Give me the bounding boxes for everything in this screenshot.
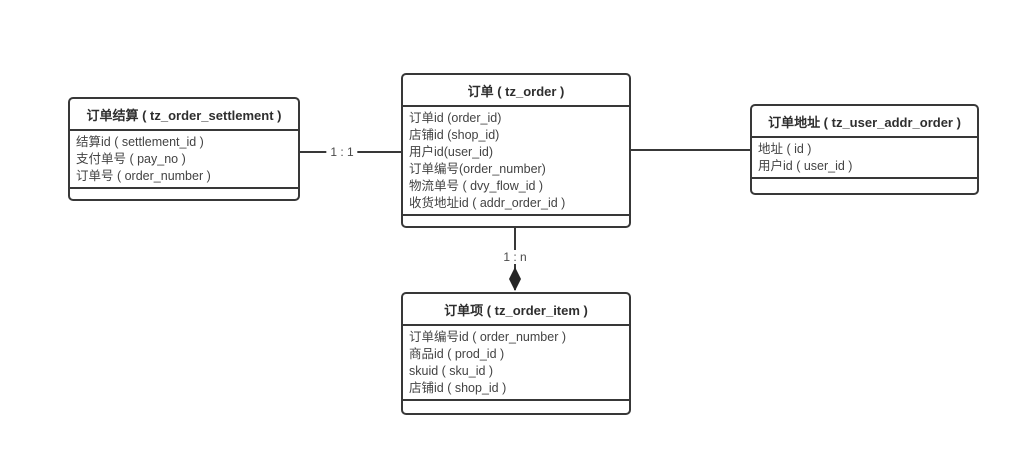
entity-field: 店铺id ( shop_id ) [409, 381, 507, 395]
entity-field: 结算id ( settlement_id ) [76, 135, 204, 149]
entity-field: 订单编号(order_number) [409, 162, 546, 176]
entity-field: 商品id ( prod_id ) [409, 347, 505, 361]
entity-field: 订单号 ( order_number ) [76, 169, 211, 183]
entity-field: 用户id(user_id) [409, 145, 494, 159]
entity-title: 订单项 ( tz_order_item ) [403, 294, 629, 326]
diamond-arrow-icon [508, 267, 522, 291]
entity-footer-empty [403, 401, 629, 413]
connector-order-address[interactable] [631, 149, 750, 151]
entity-field: 支付单号 ( pay_no ) [76, 152, 186, 166]
entity-field-list: 订单编号id ( order_number ) 商品id ( prod_id )… [403, 326, 629, 401]
entity-field: 用户id ( user_id ) [758, 159, 853, 173]
entity-field: skuid ( sku_id ) [409, 364, 494, 378]
entity-footer-empty [70, 189, 298, 199]
entity-field: 收货地址id ( addr_order_id ) [409, 196, 566, 210]
entity-order[interactable]: 订单 ( tz_order ) 订单id (order_id) 店铺id (sh… [401, 73, 631, 228]
connector-label-one-to-one: 1 : 1 [326, 145, 358, 159]
entity-order-settlement[interactable]: 订单结算 ( tz_order_settlement ) 结算id ( sett… [68, 97, 300, 201]
entity-field-list: 结算id ( settlement_id ) 支付单号 ( pay_no ) 订… [70, 131, 298, 189]
entity-footer-empty [752, 179, 977, 193]
entity-title: 订单结算 ( tz_order_settlement ) [70, 99, 298, 131]
entity-field: 订单id (order_id) [409, 111, 502, 125]
connector-label-one-to-n: 1 : n [499, 250, 531, 264]
entity-field: 物流单号 ( dvy_flow_id ) [409, 179, 544, 193]
entity-title: 订单 ( tz_order ) [403, 75, 629, 107]
entity-order-address[interactable]: 订单地址 ( tz_user_addr_order ) 地址 ( id ) 用户… [750, 104, 979, 195]
entity-field-list: 订单id (order_id) 店铺id (shop_id) 用户id(user… [403, 107, 629, 216]
entity-order-item[interactable]: 订单项 ( tz_order_item ) 订单编号id ( order_num… [401, 292, 631, 415]
entity-title: 订单地址 ( tz_user_addr_order ) [752, 106, 977, 138]
entity-field: 店铺id (shop_id) [409, 128, 500, 142]
entity-field-list: 地址 ( id ) 用户id ( user_id ) [752, 138, 977, 179]
entity-footer-empty [403, 216, 629, 226]
entity-field: 地址 ( id ) [758, 142, 812, 156]
entity-field: 订单编号id ( order_number ) [409, 330, 566, 344]
